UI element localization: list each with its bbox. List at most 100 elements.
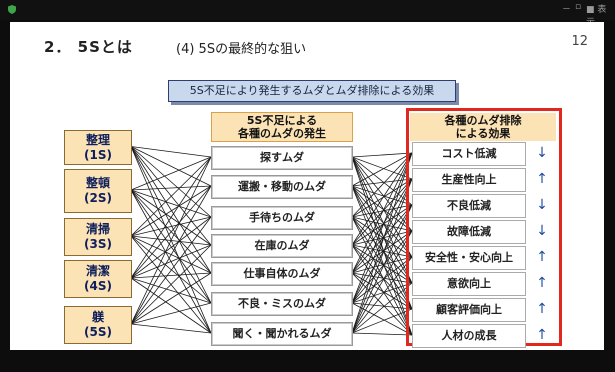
category-name: 整理: [85, 132, 110, 147]
connector-line: [351, 152, 413, 246]
connector-line: [351, 256, 413, 274]
connector-line: [130, 156, 212, 325]
slide: 2． 5Sとは (4) 5Sの最終的な狙い 12 5S不足により発生するムダとム…: [10, 22, 604, 350]
waste-header-line-1: 5S不足による: [246, 114, 318, 127]
connector-line: [351, 185, 413, 232]
connector-line: [351, 216, 413, 310]
connector-line: [351, 216, 413, 258]
connector-line: [130, 235, 212, 304]
connector-line: [351, 244, 413, 258]
category-box: 整理(1S): [64, 130, 132, 165]
arrow-up-icon: ↑: [536, 249, 548, 265]
connector-line: [351, 152, 413, 304]
effect-item: 安全性・安心向上: [412, 246, 526, 270]
connector-line: [130, 189, 212, 218]
arrow-up-icon: ↑: [536, 275, 548, 291]
arrow-up-icon: ↑: [536, 171, 548, 187]
category-name: 整頓: [85, 176, 110, 190]
arrow-down-icon: ↓: [536, 197, 548, 213]
connector-line: [351, 178, 413, 274]
connector-line: [351, 230, 413, 274]
connector-line: [351, 156, 413, 232]
arrow-up-icon: ↑: [536, 301, 548, 317]
connector-line: [351, 204, 413, 246]
connector-line: [130, 216, 212, 279]
connector-line: [130, 185, 212, 191]
category-name: 清潔: [85, 264, 110, 278]
effect-item: コスト低減: [412, 142, 526, 166]
slide-banner: 5S不足により発生するムダとムダ排除による効果: [168, 80, 456, 102]
connector-line: [351, 230, 413, 304]
connector-line: [351, 230, 413, 334]
connector-line: [130, 146, 212, 304]
connector-line: [130, 156, 212, 237]
connector-line: [351, 282, 413, 334]
effect-item: 生産性向上: [412, 168, 526, 192]
connector-line: [130, 244, 212, 325]
connector-line: [351, 152, 413, 334]
connector-line: [351, 204, 413, 334]
waste-column-header: 5S不足による 各種のムダの発生: [211, 112, 353, 142]
waste-item: 手待ちのムダ: [211, 206, 353, 230]
connector-line: [351, 156, 413, 206]
connector-line: [130, 272, 212, 325]
effects-header-line-2: による効果: [455, 127, 511, 140]
restore-button[interactable]: ▫: [575, 2, 582, 12]
category-name: 躾: [91, 310, 104, 324]
connector-line: [351, 244, 413, 284]
connector-line: [130, 216, 212, 325]
effect-item: 顧客評価向上: [412, 298, 526, 322]
connector-line: [351, 185, 413, 206]
connector-line: [351, 178, 413, 304]
category-code: (1S): [84, 147, 112, 162]
effects-header-line-1: 各種のムダ排除: [444, 114, 522, 127]
connector-line: [351, 156, 413, 180]
connector-line: [130, 277, 212, 304]
connector-line: [130, 185, 212, 325]
connector-line: [351, 230, 413, 246]
category-box: 清潔(4S): [64, 260, 132, 298]
connector-line: [130, 185, 212, 237]
connector-line: [351, 216, 413, 232]
connector-line: [351, 244, 413, 310]
connector-line: [351, 282, 413, 304]
connector-line: [351, 204, 413, 304]
connector-line: [351, 156, 413, 258]
connector-line: [351, 204, 413, 218]
connector-line: [130, 156, 212, 191]
connector-line: [351, 156, 413, 310]
effect-item: 意欲向上: [412, 272, 526, 296]
connector-line: [130, 244, 212, 279]
connector-line: [351, 308, 413, 334]
connector-line: [351, 216, 413, 336]
waste-item: 在庫のムダ: [211, 234, 353, 258]
connector-line: [130, 216, 212, 237]
effect-item: 人材の成長: [412, 324, 526, 348]
arrow-down-icon: ↓: [536, 145, 548, 161]
category-name: 清掃: [85, 222, 110, 236]
connector-line: [351, 256, 413, 304]
connector-line: [351, 178, 413, 187]
connector-line: [130, 189, 212, 304]
connector-line: [130, 146, 212, 274]
category-box: 清掃(3S): [64, 218, 132, 256]
connector-line: [351, 152, 413, 274]
effects-column-header: 各種のムダ排除 による効果: [410, 113, 556, 141]
minimize-button[interactable]: －: [562, 5, 572, 15]
connector-line: [130, 156, 212, 279]
effect-item: 故障低減: [412, 220, 526, 244]
connector-line: [351, 272, 413, 336]
connector-line: [351, 244, 413, 336]
window-bottom-bar: [0, 352, 615, 372]
connector-line: [351, 156, 413, 284]
connector-line: [351, 185, 413, 258]
connector-line: [351, 178, 413, 218]
waste-header-line-2: 各種のムダの発生: [238, 127, 326, 140]
category-box: 整頓(2S): [64, 169, 132, 213]
category-code: (4S): [84, 279, 112, 293]
category-code: (3S): [84, 237, 112, 251]
effect-item: 不良低減: [412, 194, 526, 218]
connector-line: [130, 146, 212, 246]
connector-line: [130, 146, 212, 218]
slide-subtitle: (4) 5Sの最終的な狙い: [176, 42, 307, 57]
